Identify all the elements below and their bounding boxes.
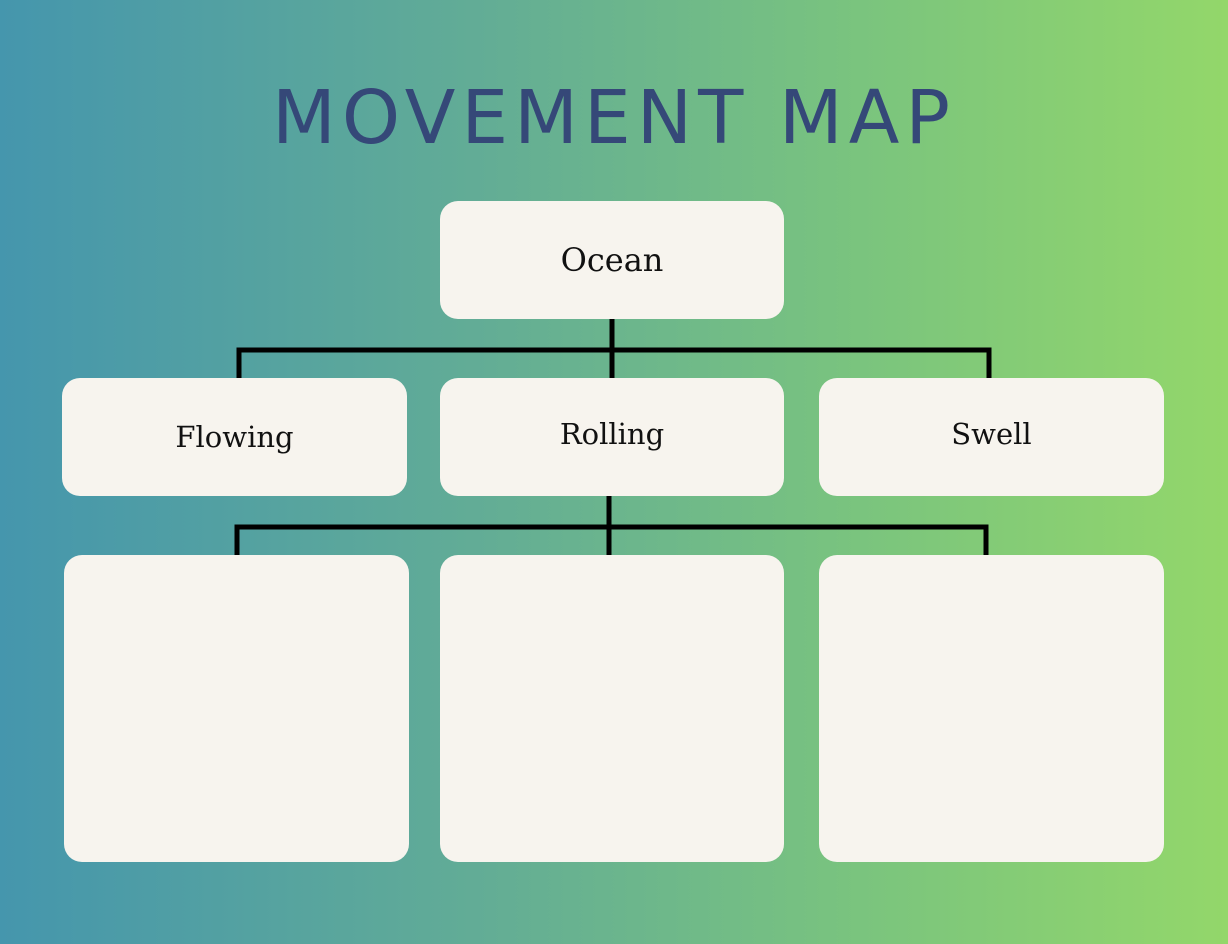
node-flowing: Flowing xyxy=(62,378,407,496)
node-swell-label: Swell xyxy=(951,417,1032,451)
diagram-title: MOVEMENT MAP xyxy=(272,75,956,161)
node-empty-center xyxy=(440,555,784,862)
node-rolling-label: Rolling xyxy=(559,417,665,451)
node-ocean: Ocean xyxy=(440,201,784,319)
node-ocean-label: Ocean xyxy=(560,241,664,279)
node-flowing-label: Flowing xyxy=(175,420,294,454)
node-empty-right xyxy=(819,555,1164,862)
node-rolling: Rolling xyxy=(440,378,784,496)
node-swell: Swell xyxy=(819,378,1164,496)
node-empty-left xyxy=(64,555,409,862)
